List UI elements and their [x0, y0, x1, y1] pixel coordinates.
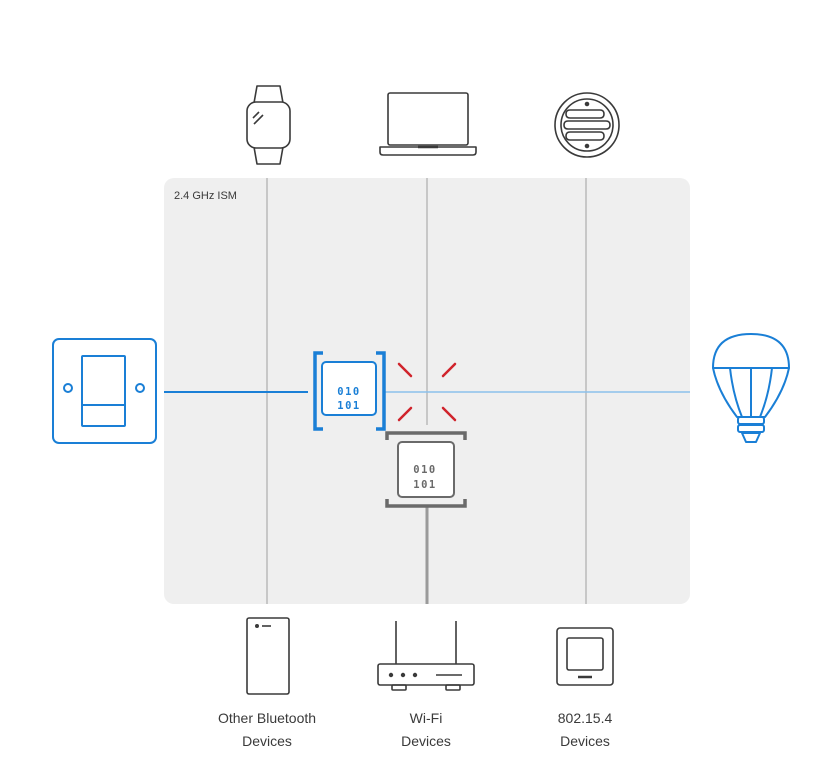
packet-bits-line2: 101	[337, 400, 360, 412]
packet-bits-line1: 010	[337, 386, 360, 398]
thermostat-icon	[556, 627, 614, 686]
laptop-icon	[379, 92, 477, 156]
bluetooth-devices-label-line1: Other Bluetooth	[218, 710, 316, 726]
light-bulb-icon	[712, 333, 790, 443]
bracket-right	[376, 351, 386, 431]
packet-bits-line1: 010	[413, 464, 436, 476]
smartphone-icon	[246, 617, 290, 695]
bracket-bottom	[385, 499, 467, 508]
bluetooth-devices-label-line2: Devices	[242, 733, 292, 749]
bracket-left	[313, 351, 323, 431]
bluetooth-packet: 010 101	[313, 351, 386, 431]
smoke-detector-icon	[554, 92, 620, 158]
packet-box	[321, 361, 377, 416]
light-switch-icon	[52, 338, 157, 444]
wifi-router-icon	[377, 621, 475, 691]
wifi-devices-label-line2: Devices	[401, 733, 451, 749]
smartwatch-icon	[246, 85, 291, 165]
ieee-devices-label-line2: Devices	[560, 733, 610, 749]
bracket-top	[385, 431, 467, 440]
packet-box	[397, 441, 455, 498]
wifi-devices-label-line1: Wi-Fi	[410, 710, 443, 726]
packet-bits-line2: 101	[413, 479, 436, 491]
collision-burst-icon	[397, 362, 457, 422]
wifi-packet: 010 101	[385, 431, 467, 508]
band-label: 2.4 GHz ISM	[174, 190, 237, 202]
ieee-devices-label-line1: 802.15.4	[558, 710, 613, 726]
